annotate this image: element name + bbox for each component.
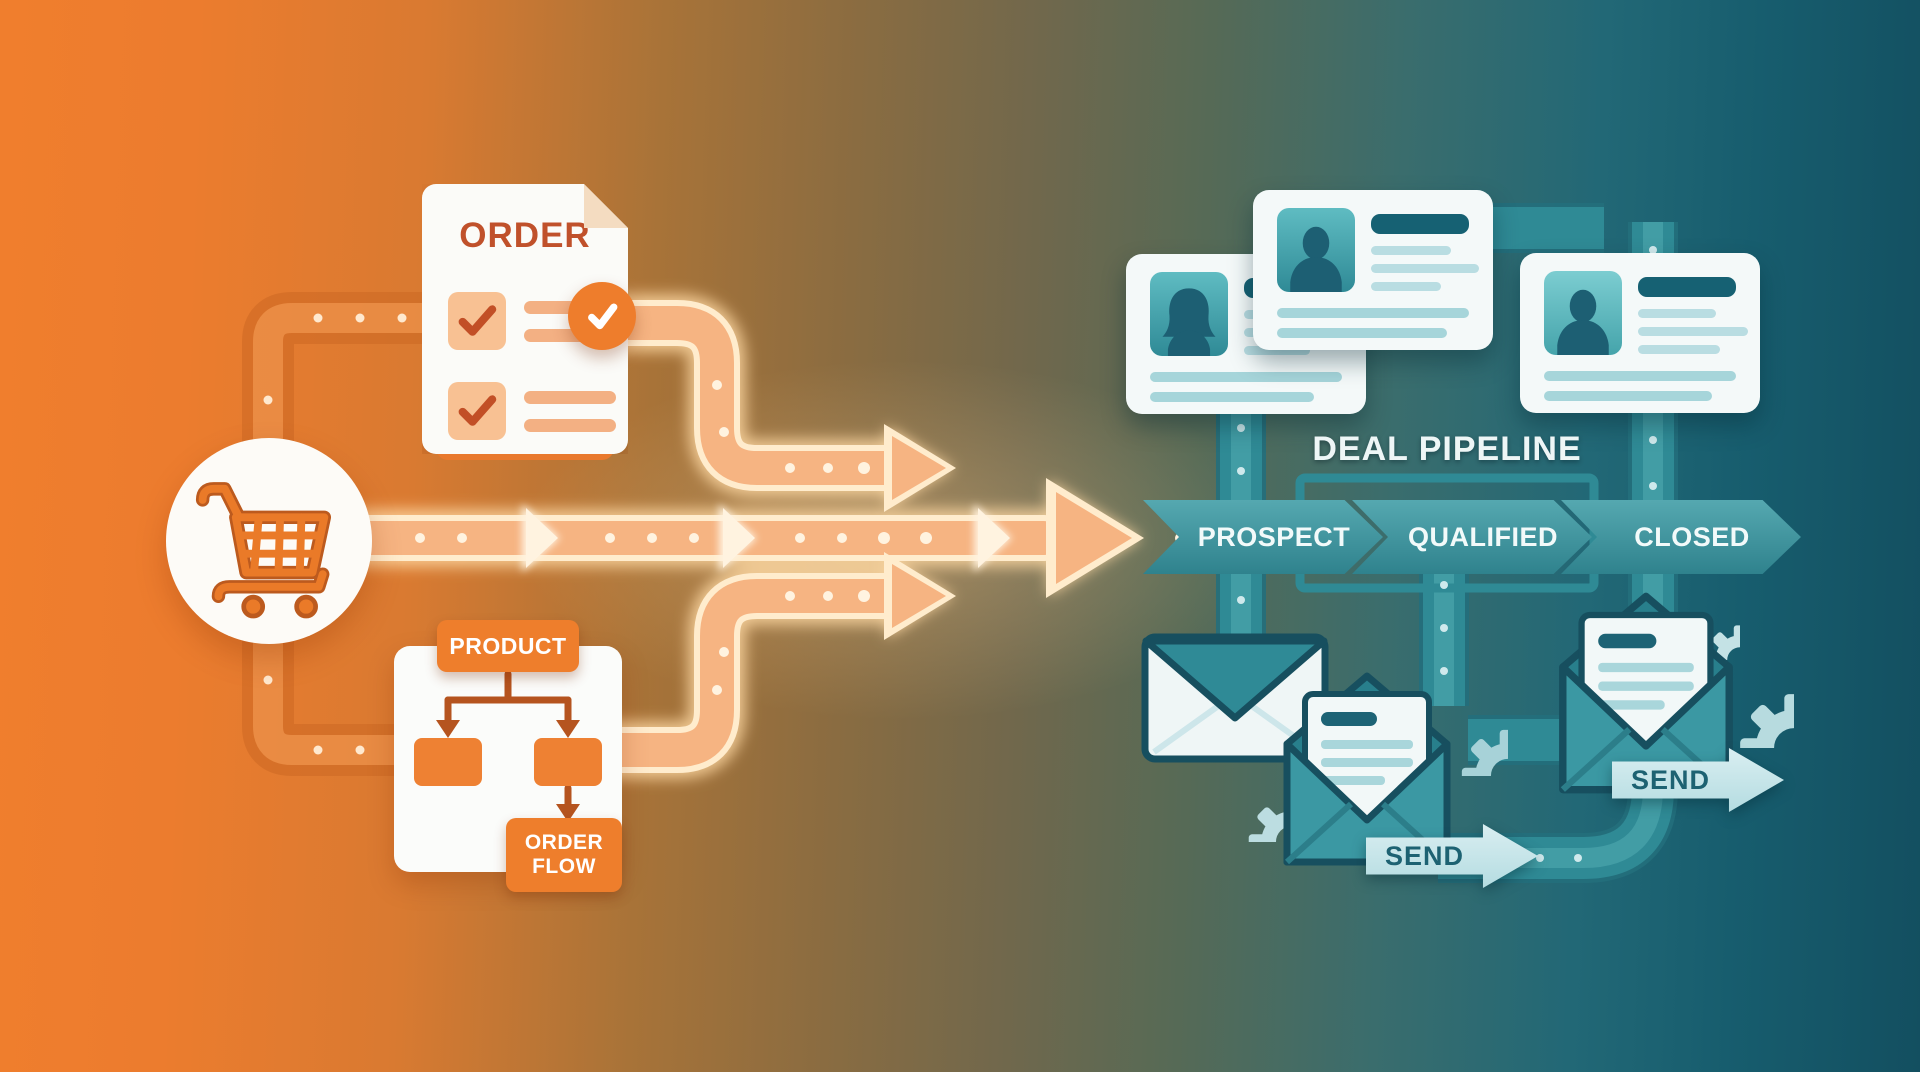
contact-detail-line — [1371, 264, 1479, 273]
converging-arrows — [313, 294, 1263, 779]
contact-card — [1520, 253, 1760, 413]
contact-detail-line — [1638, 309, 1716, 318]
send-button: SEND — [1366, 824, 1538, 888]
order-document-title: ORDER — [459, 216, 591, 255]
female-avatar-icon — [1150, 272, 1228, 356]
deal-pipeline-title: DEAL PIPELINE — [1312, 430, 1582, 468]
contact-detail-line — [1638, 345, 1720, 354]
contact-detail-line — [1638, 327, 1748, 336]
approval-check-badge — [568, 282, 636, 350]
contact-detail-line — [1244, 346, 1310, 355]
pipeline-stage-prospect: PROSPECT — [1143, 500, 1383, 574]
contact-detail-line — [1371, 246, 1451, 255]
open-envelope-icon — [1559, 592, 1733, 794]
shopping-cart-icon — [195, 482, 332, 619]
pipeline-stage-qualified: QUALIFIED — [1352, 500, 1592, 574]
checklist-row — [448, 382, 616, 440]
contact-note-line — [1544, 391, 1712, 401]
contact-note-line — [1150, 372, 1342, 382]
order-flow-label: ORDER FLOW — [506, 818, 622, 892]
male-avatar-icon — [1544, 271, 1622, 355]
cart-badge-circle — [166, 438, 372, 644]
product-tree-graphic — [414, 670, 602, 822]
male-avatar-icon — [1277, 208, 1355, 292]
contact-note-line — [1150, 392, 1314, 402]
checkbox-checked-icon — [448, 292, 506, 350]
contact-note-line — [1544, 371, 1736, 381]
contact-detail-line — [1371, 282, 1441, 291]
check-icon — [588, 303, 618, 330]
contact-card — [1253, 190, 1493, 350]
checklist-text-lines — [524, 391, 616, 432]
contact-note-line — [1277, 308, 1469, 318]
send-button: SEND — [1612, 748, 1784, 812]
open-envelope-icon — [1283, 672, 1451, 866]
contact-note-line — [1277, 328, 1447, 338]
product-label: PRODUCT — [437, 620, 579, 672]
checkbox-checked-icon — [448, 382, 506, 440]
contact-name-bar — [1371, 214, 1469, 234]
contact-name-bar — [1638, 277, 1736, 297]
pipeline-stage-closed: CLOSED — [1561, 500, 1801, 574]
